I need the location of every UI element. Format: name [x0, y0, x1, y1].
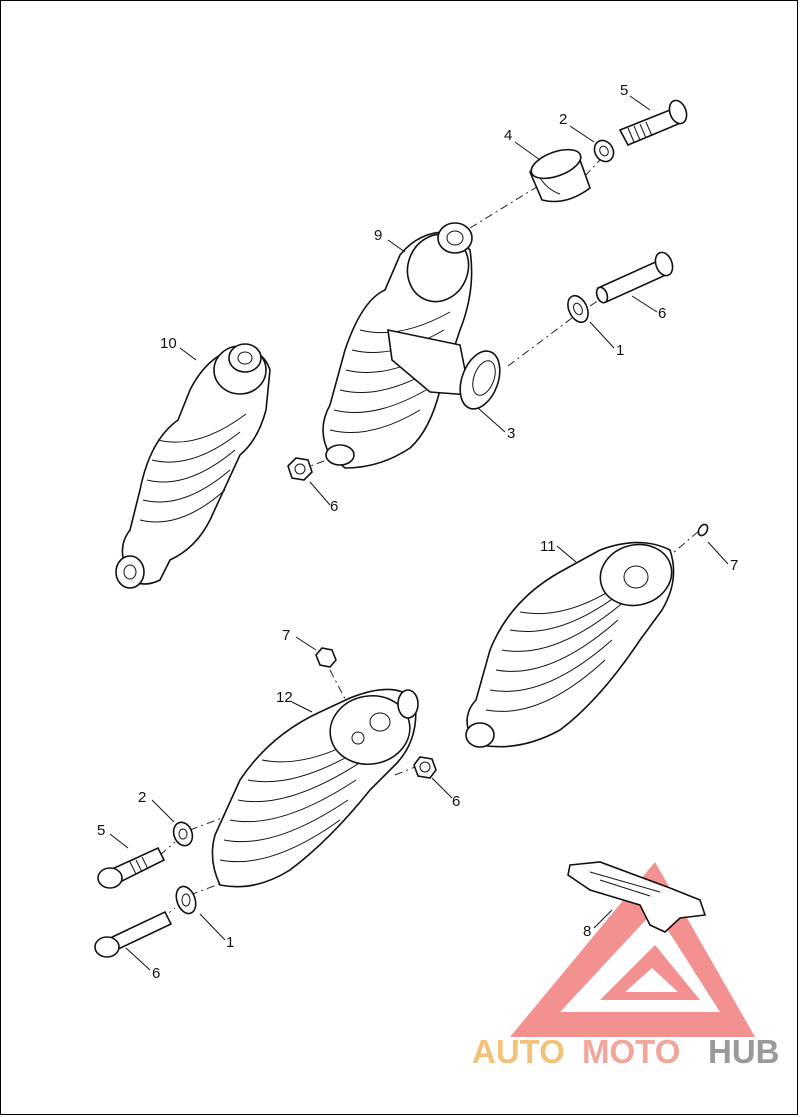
callout-6-mid: 6 — [452, 793, 460, 810]
washer-lower-1 — [175, 885, 197, 915]
callout-12: 12 — [276, 689, 293, 706]
shock-absorber-9 — [322, 222, 501, 469]
washer-right — [567, 294, 589, 324]
bolt-lower-5 — [97, 846, 166, 889]
callout-4: 4 — [504, 127, 512, 144]
watermark-hub: HUB — [708, 1033, 780, 1070]
nut-top-12 — [315, 647, 337, 668]
shock-absorber-10 — [115, 343, 271, 589]
clip-right — [697, 523, 709, 537]
nut-right-12 — [413, 756, 437, 779]
watermark-logo — [510, 862, 755, 1037]
callout-2-top: 2 — [559, 111, 567, 128]
callout-10: 10 — [160, 335, 177, 352]
callout-labels: 5 2 4 9 10 6 1 3 6 11 7 7 12 6 2 5 1 6 8 — [97, 82, 738, 982]
bolt-top — [618, 99, 688, 147]
watermark-moto: MOTO — [582, 1033, 680, 1070]
callout-6-left: 6 — [330, 498, 338, 515]
shock-absorber-12 — [211, 688, 419, 888]
bolt-right — [595, 251, 674, 304]
callout-2-lower: 2 — [138, 789, 146, 806]
callout-1-lower: 1 — [226, 934, 234, 951]
callout-8: 8 — [583, 923, 591, 940]
callout-7-right: 7 — [730, 557, 738, 574]
washer-lower-2 — [172, 821, 194, 847]
callout-3: 3 — [507, 425, 515, 442]
callout-1-right: 1 — [616, 342, 624, 359]
callout-9: 9 — [374, 227, 382, 244]
callout-7-left: 7 — [282, 627, 290, 644]
bracket-8 — [567, 861, 707, 933]
watermark-auto: AUTO — [472, 1033, 565, 1070]
leader-lines — [109, 95, 729, 971]
sleeve — [529, 148, 591, 203]
watermark-text: AUTO MOTO HUB — [472, 1033, 780, 1070]
callout-6-right: 6 — [658, 305, 666, 322]
washer-top — [593, 139, 615, 163]
callout-11: 11 — [540, 538, 556, 555]
callout-5-lower: 5 — [97, 822, 105, 839]
bolt-lower-6 — [94, 910, 173, 958]
callout-6-lower: 6 — [152, 965, 160, 982]
shock-absorber-11 — [465, 541, 675, 748]
callout-5-top: 5 — [620, 82, 628, 99]
nut-left — [287, 457, 313, 481]
